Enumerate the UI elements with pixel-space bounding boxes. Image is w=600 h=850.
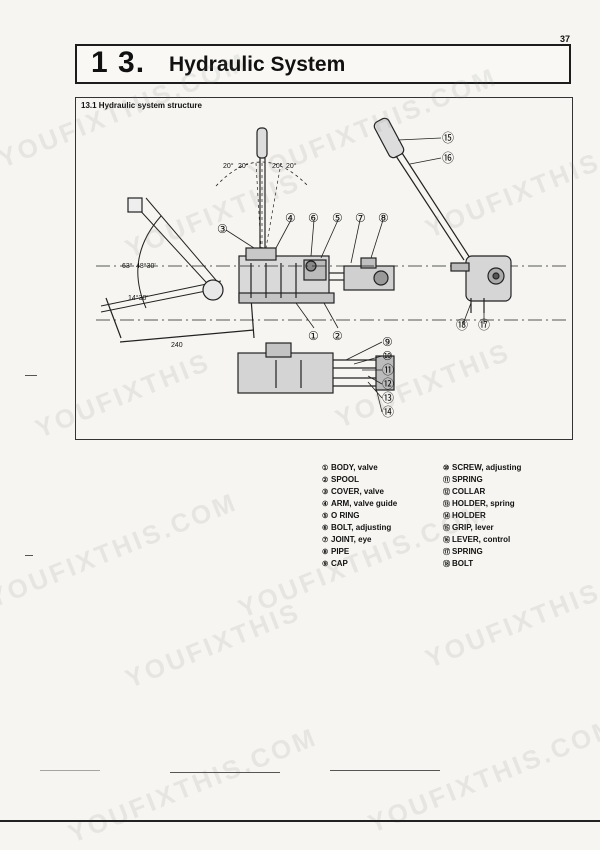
callout: ⑱ (456, 318, 468, 332)
chapter-title: Hydraulic System (169, 53, 346, 76)
page-number: 37 (559, 34, 570, 44)
hydraulic-diagram: 20° 20° 20° 20° 63° 48°30' 14°30' 240 ③ … (96, 117, 566, 419)
angle-label: 20° (223, 162, 234, 170)
callout: ⑫ (382, 377, 394, 391)
watermark: YOUFIXTHIS (120, 596, 305, 694)
callout: ⑯ (442, 151, 454, 165)
angle-label: 14°30' (128, 294, 148, 302)
scan-mark (170, 772, 280, 773)
callout: ② (332, 329, 343, 343)
callout: ⑮ (442, 131, 454, 145)
callout: ⑬ (382, 391, 394, 405)
chapter-header: 1 3. Hydraulic System (75, 44, 571, 84)
chapter-number: 1 3. (91, 46, 146, 79)
section-heading: 13.1 Hydraulic system structure (81, 101, 202, 110)
angle-label: 63° (122, 262, 133, 270)
angle-label: 20° (272, 162, 283, 170)
watermark: YOUFIXTHIS.COM (63, 721, 322, 849)
hydraulic-figure: 13.1 Hydraulic system structure (75, 97, 573, 440)
callout: ⑭ (382, 405, 394, 419)
scan-mark (40, 770, 100, 771)
callout: ⑰ (478, 318, 490, 332)
angle-label: 20° (238, 162, 249, 170)
callout: ③ (217, 222, 228, 236)
callout: ① (308, 329, 319, 343)
watermark: YOUFIXTHIS (420, 576, 600, 674)
callout: ⑥ (308, 211, 319, 225)
callout: ⑦ (355, 211, 366, 225)
callout: ⑩ (382, 349, 393, 363)
angle-label: 48°30' (136, 262, 156, 270)
angle-label: 20° (286, 162, 297, 170)
dimension-label: 240 (171, 342, 183, 349)
scan-mark (25, 555, 33, 556)
watermark: YOUFIXTHIS.COM (0, 486, 242, 614)
scan-mark (330, 770, 440, 771)
bottom-rule (0, 820, 600, 822)
scan-mark (25, 375, 37, 376)
callout: ⑨ (382, 335, 393, 349)
callout: ④ (285, 211, 296, 225)
callout: ⑧ (378, 211, 389, 225)
callout: ⑪ (382, 363, 394, 377)
callout: ⑤ (332, 211, 343, 225)
